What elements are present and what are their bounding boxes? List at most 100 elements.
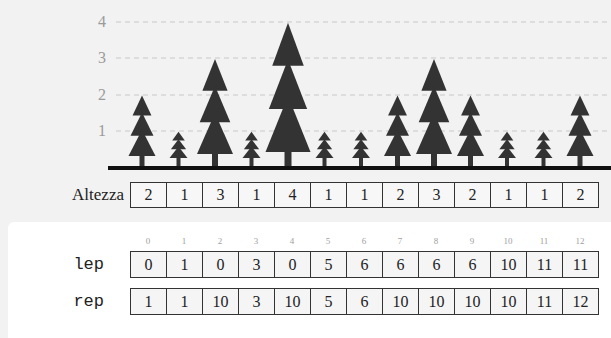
table-cell: 11 (526, 288, 563, 315)
table-cell: 2 (130, 182, 167, 208)
index-number: 1 (182, 236, 187, 246)
cell-value: 11 (537, 256, 552, 274)
cell-value: 3 (433, 186, 441, 204)
index-number: 7 (398, 236, 403, 246)
cell-value: 2 (577, 186, 585, 204)
table-cell: 12 (562, 288, 599, 315)
table-cell: 1 (130, 288, 167, 315)
ground-line (108, 166, 611, 170)
cell-value: 10 (213, 293, 229, 311)
cell-value: 3 (217, 186, 225, 204)
row-label: lep (73, 255, 104, 274)
cell-value: 10 (393, 293, 409, 311)
cell-value: 6 (361, 256, 369, 274)
table-cell: 1 (166, 182, 203, 208)
cell-value: 1 (541, 186, 549, 204)
table-cell: 10 (490, 288, 527, 315)
table-cell: 11 (562, 251, 599, 278)
table-cell: 10 (202, 288, 239, 315)
cell-value: 4 (289, 186, 297, 204)
axis-tick-label: 1 (98, 122, 106, 140)
trees (129, 23, 594, 166)
table-cell: 0 (130, 251, 167, 278)
cell-value: 11 (537, 293, 552, 311)
index-number: 8 (434, 236, 439, 246)
table-cell: 1 (526, 182, 563, 208)
cell-value: 10 (465, 293, 481, 311)
grid-lines (116, 22, 611, 131)
table-cell: 6 (382, 251, 419, 278)
cell-value: 1 (505, 186, 513, 204)
table-cell: 3 (418, 182, 455, 208)
table-panel (8, 222, 611, 338)
table-cell: 0 (274, 251, 311, 278)
table-cell: 6 (418, 251, 455, 278)
table-cell: 11 (526, 251, 563, 278)
table-cell: 6 (346, 288, 383, 315)
table-cell: 1 (346, 182, 383, 208)
table-cell: 1 (166, 288, 203, 315)
cell-value: 1 (253, 186, 261, 204)
cell-value: 3 (253, 293, 261, 311)
cell-value: 10 (501, 293, 517, 311)
table-cell: 2 (454, 182, 491, 208)
cell-value: 1 (181, 256, 189, 274)
index-number: 11 (540, 236, 549, 246)
cell-value: 11 (573, 256, 588, 274)
table-cell: 1 (490, 182, 527, 208)
axis-tick-label: 3 (98, 49, 106, 67)
cell-value: 12 (573, 293, 589, 311)
table-cell: 4 (274, 182, 311, 208)
table-cell: 3 (238, 251, 275, 278)
table-cell: 1 (238, 182, 275, 208)
index-number: 9 (470, 236, 475, 246)
table-cell: 1 (310, 182, 347, 208)
table-cell: 3 (238, 288, 275, 315)
cell-value: 2 (145, 186, 153, 204)
index-number: 10 (504, 236, 513, 246)
index-number: 2 (218, 236, 223, 246)
index-number: 0 (146, 236, 151, 246)
index-number: 6 (362, 236, 367, 246)
row-label: Altezza (72, 185, 124, 205)
cell-value: 6 (433, 256, 441, 274)
cell-value: 6 (397, 256, 405, 274)
table-cell: 1 (166, 251, 203, 278)
cell-value: 5 (325, 256, 333, 274)
index-number: 4 (290, 236, 295, 246)
table-cell: 2 (382, 182, 419, 208)
cell-value: 10 (429, 293, 445, 311)
cell-value: 6 (469, 256, 477, 274)
cell-value: 0 (217, 256, 225, 274)
table-cell: 5 (310, 288, 347, 315)
cell-value: 1 (325, 186, 333, 204)
table-cell: 5 (310, 251, 347, 278)
table-cell: 0 (202, 251, 239, 278)
cell-value: 1 (361, 186, 369, 204)
cell-value: 3 (253, 256, 261, 274)
cell-value: 5 (325, 293, 333, 311)
cell-value: 1 (181, 186, 189, 204)
table-cell: 6 (454, 251, 491, 278)
table-cell: 10 (454, 288, 491, 315)
cell-value: 1 (181, 293, 189, 311)
cell-value: 0 (145, 256, 153, 274)
cell-value: 10 (501, 256, 517, 274)
table-cell: 3 (202, 182, 239, 208)
cell-value: 1 (145, 293, 153, 311)
cell-value: 6 (361, 293, 369, 311)
index-number: 12 (576, 236, 585, 246)
cell-value: 0 (289, 256, 297, 274)
axis-tick-label: 4 (98, 13, 106, 31)
table-cell: 6 (346, 251, 383, 278)
axis-tick-label: 2 (98, 86, 106, 104)
table-cell: 10 (490, 251, 527, 278)
table-cell: 10 (382, 288, 419, 315)
row-label: rep (73, 292, 104, 311)
table-cell: 10 (274, 288, 311, 315)
cell-value: 2 (469, 186, 477, 204)
cell-value: 10 (285, 293, 301, 311)
table-cell: 10 (418, 288, 455, 315)
index-number: 5 (326, 236, 331, 246)
table-cell: 2 (562, 182, 599, 208)
